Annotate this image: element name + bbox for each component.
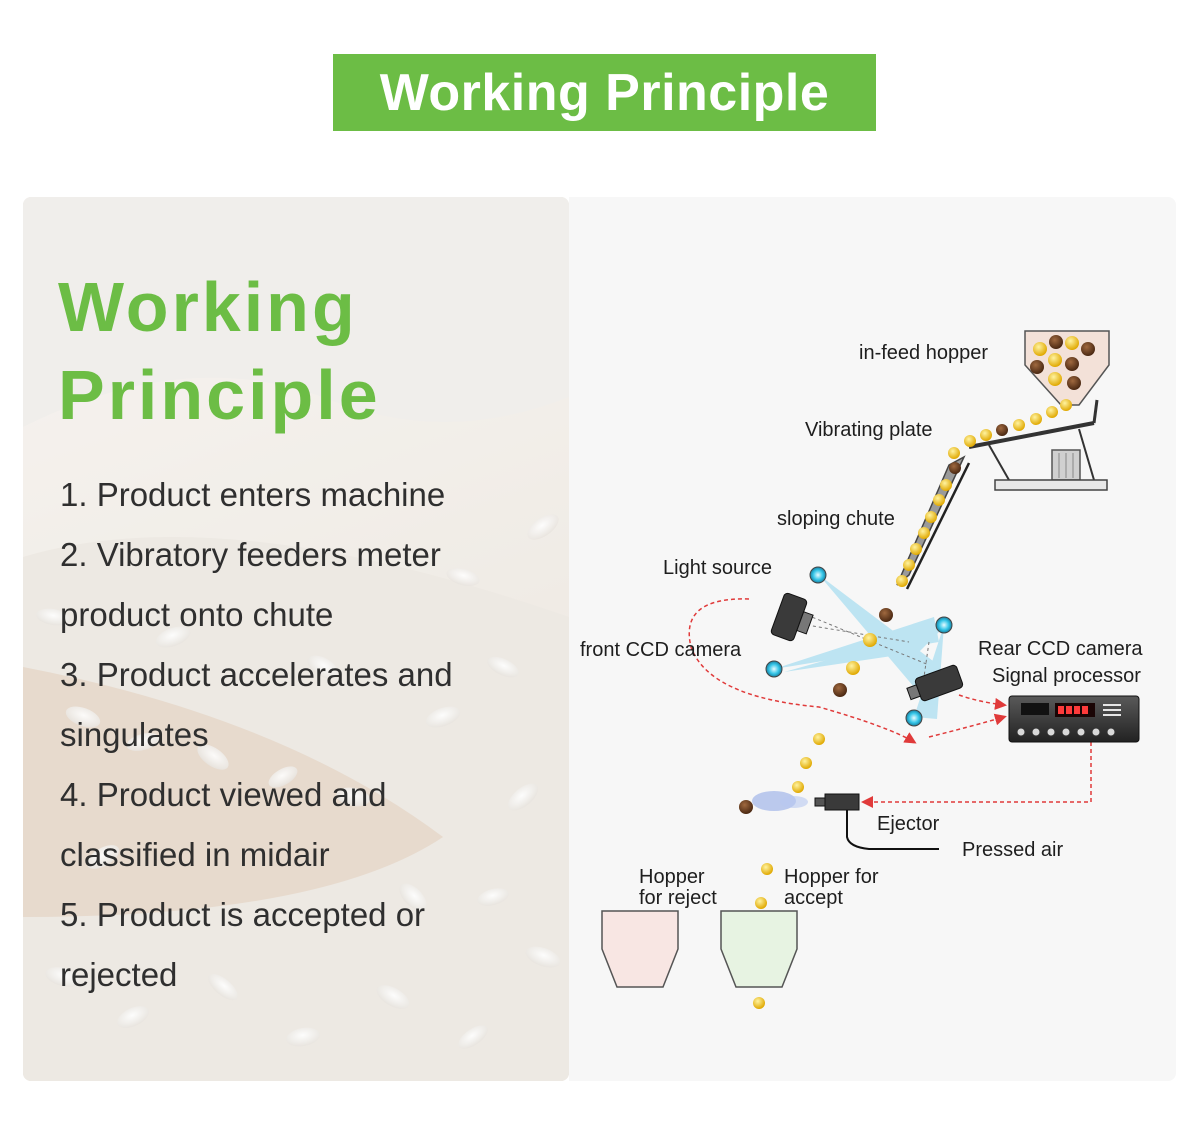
diagram-panel: in-feed hopper Vibrating plate sloping c… bbox=[569, 197, 1176, 1081]
accept-hopper bbox=[720, 910, 798, 988]
label-hopper-accept-line-2: accept bbox=[784, 887, 843, 909]
signal-processor-device bbox=[1008, 695, 1140, 743]
light-source-icon bbox=[765, 566, 953, 727]
label-ejector: Ejector bbox=[877, 813, 940, 835]
sorting-machine-diagram: in-feed hopper Vibrating plate sloping c… bbox=[580, 330, 1143, 1009]
step-line: 1. Product enters machine bbox=[60, 476, 446, 513]
front-ccd-camera-icon bbox=[770, 592, 814, 642]
label-light-source: Light source bbox=[663, 557, 772, 579]
label-rear-ccd-camera: Rear CCD camera bbox=[978, 638, 1143, 660]
label-infeed-hopper: in-feed hopper bbox=[859, 342, 988, 364]
midair-products bbox=[792, 608, 893, 793]
step-line: singulates bbox=[60, 716, 209, 753]
panel-title-line-1: Working bbox=[58, 268, 358, 346]
step-line: 3. Product accelerates and bbox=[60, 656, 453, 693]
label-sloping-chute: sloping chute bbox=[777, 508, 895, 530]
label-hopper-reject-line-2: for reject bbox=[639, 887, 717, 909]
step-line: 2. Vibratory feeders meter bbox=[60, 536, 441, 573]
rice-background-image bbox=[23, 197, 569, 1081]
step-line: 5. Product is accepted or bbox=[60, 896, 426, 933]
rear-ccd-camera-icon bbox=[906, 664, 964, 702]
ejector-nozzle-icon bbox=[814, 793, 939, 850]
label-vibrating-plate: Vibrating plate bbox=[805, 419, 933, 441]
step-line: 4. Product viewed and bbox=[60, 776, 387, 813]
label-hopper-reject-line-1: Hopper bbox=[639, 866, 705, 888]
label-signal-processor: Signal processor bbox=[992, 665, 1141, 687]
panel-title-line-2: Principle bbox=[58, 356, 381, 434]
infeed-hopper bbox=[1024, 330, 1110, 406]
light-beams bbox=[774, 575, 944, 719]
air-jet-icon bbox=[739, 791, 808, 814]
label-pressed-air: Pressed air bbox=[962, 839, 1063, 861]
step-line: classified in midair bbox=[60, 836, 330, 873]
banner-title: Working Principle bbox=[333, 54, 876, 131]
label-hopper-accept-line-1: Hopper for bbox=[784, 866, 879, 888]
signal-lines bbox=[688, 598, 1092, 808]
left-text-panel: Working Principle 1. Product enters mach… bbox=[23, 197, 569, 1081]
vibrating-plate bbox=[968, 399, 1108, 491]
product-stream bbox=[896, 399, 1072, 587]
steps-list: 1. Product enters machine 2. Vibratory f… bbox=[60, 465, 560, 1005]
reject-hopper bbox=[601, 910, 679, 988]
panel-title: Working Principle bbox=[58, 263, 381, 439]
sight-lines bbox=[806, 614, 930, 678]
label-front-ccd-camera: front CCD camera bbox=[580, 639, 742, 661]
step-line: rejected bbox=[60, 956, 178, 993]
step-line: product onto chute bbox=[60, 596, 334, 633]
